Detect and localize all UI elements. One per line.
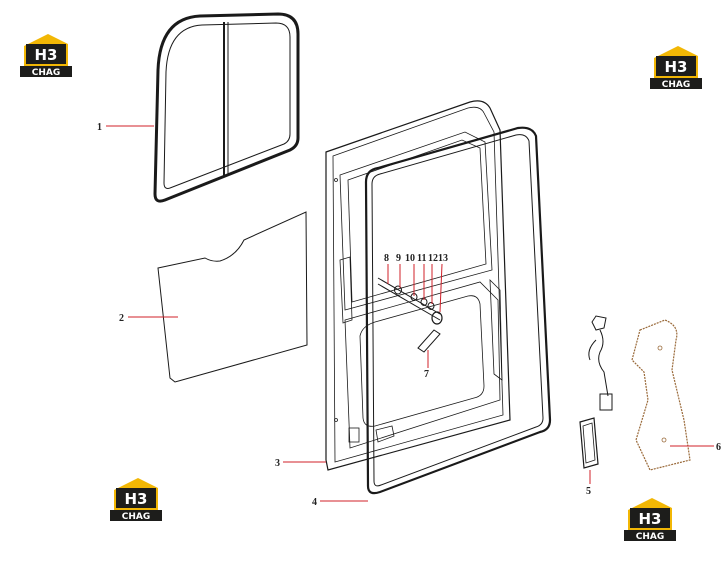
logo-mark: H3 xyxy=(35,46,58,64)
part-5-lock-assembly xyxy=(579,315,613,469)
callout-4: 4 xyxy=(312,497,317,508)
logo-mark: H3 xyxy=(665,58,688,76)
callout-1: 1 xyxy=(97,122,102,133)
callout-5: 5 xyxy=(586,486,591,497)
callout-11: 11 xyxy=(417,253,426,264)
part-7-handle xyxy=(417,329,441,353)
brand-logo-bottom-right: H3 CHAG xyxy=(622,496,678,542)
callout-8: 8 xyxy=(384,253,389,264)
part-4-door-seal xyxy=(364,126,552,495)
logo-text: CHAG xyxy=(662,80,691,90)
part-6-bracket xyxy=(631,319,691,471)
part-2-panel-board xyxy=(157,211,308,383)
callout-10: 10 xyxy=(405,253,415,264)
logo-text: CHAG xyxy=(32,68,61,78)
leader-lines xyxy=(106,125,714,502)
callout-3: 3 xyxy=(275,458,280,469)
part-1-window-frame xyxy=(153,12,300,203)
brand-logo-bottom-left: H3 CHAG xyxy=(108,476,164,522)
callout-labels: 1 2 3 4 5 6 7 8 9 10 11 12 13 xyxy=(97,122,721,508)
brand-logo-top-left: H3 CHAG xyxy=(18,32,74,78)
callout-7: 7 xyxy=(424,369,429,380)
callout-13: 13 xyxy=(438,253,448,264)
callout-2: 2 xyxy=(119,313,124,324)
logo-mark: H3 xyxy=(125,490,148,508)
part-3-door-body xyxy=(325,100,511,471)
callout-6: 6 xyxy=(716,442,721,453)
brand-logo-top-right: H3 CHAG xyxy=(648,44,704,90)
logo-text: CHAG xyxy=(636,532,665,542)
callout-12: 12 xyxy=(428,253,438,264)
logo-mark: H3 xyxy=(639,510,662,528)
callout-9: 9 xyxy=(396,253,401,264)
logo-text: CHAG xyxy=(122,512,151,522)
